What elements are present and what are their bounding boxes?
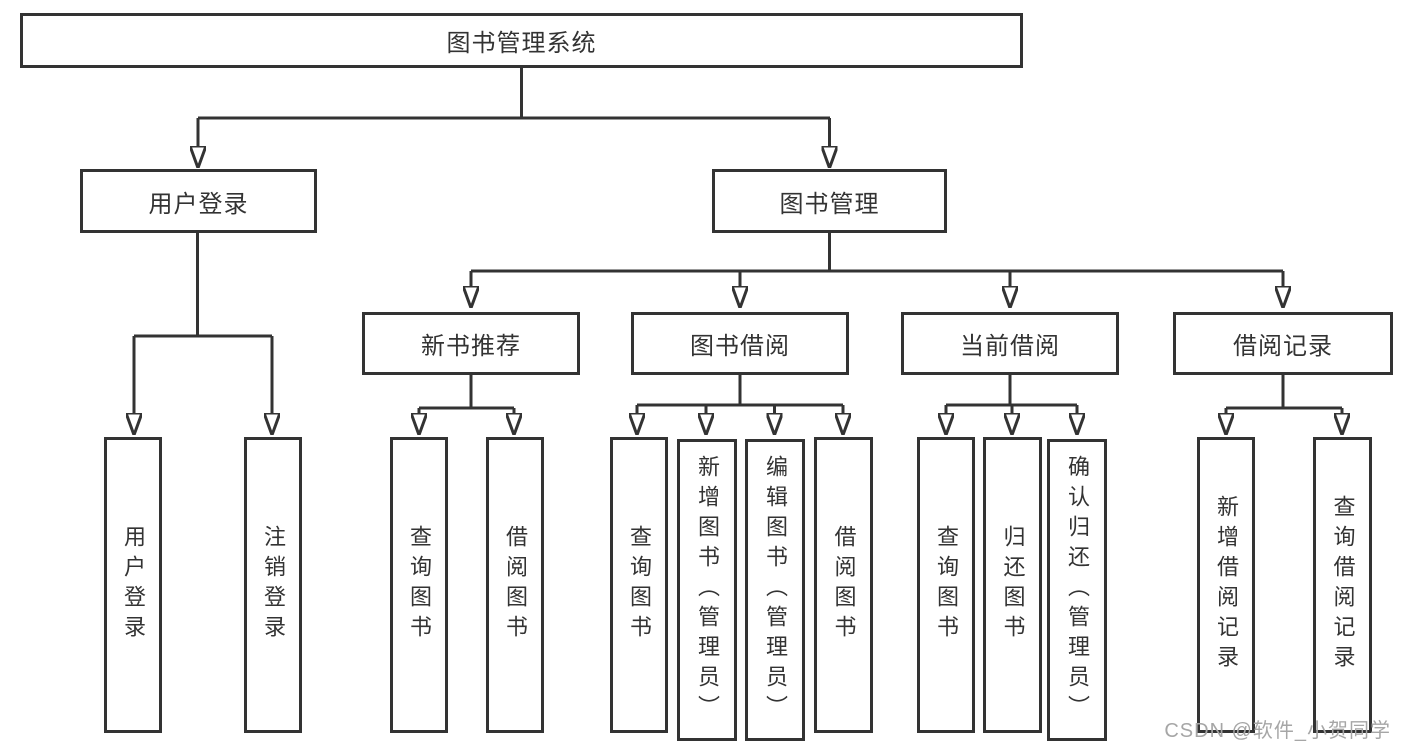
leaf-query-books-borrow: 查询图书 xyxy=(610,437,668,733)
csdn-watermark: CSDN @软件_小贺同学 xyxy=(1164,720,1391,742)
leaf-query-books-newbook: 查询图书 xyxy=(390,437,448,733)
node-root: 图书管理系统 xyxy=(20,13,1023,68)
leaf-query-borrow-record: 查询借阅记录 xyxy=(1313,437,1372,733)
leaf-return-books: 归还图书 xyxy=(983,437,1042,733)
leaf-borrow-books-newbook-label: 借阅图书 xyxy=(503,525,528,645)
node-current-borrow: 当前借阅 xyxy=(901,312,1119,375)
node-user-login: 用户登录 xyxy=(80,169,317,233)
leaf-add-books-admin: 新增图书（管理员） xyxy=(677,439,737,741)
node-borrow-records: 借阅记录 xyxy=(1173,312,1393,375)
node-book-management-label: 图书管理 xyxy=(779,190,880,218)
leaf-confirm-return-admin: 确认归还（管理员） xyxy=(1047,439,1107,741)
leaf-edit-books-admin: 编辑图书（管理员） xyxy=(745,439,805,741)
leaf-add-borrow-record: 新增借阅记录 xyxy=(1197,437,1255,733)
node-current-borrow-label: 当前借阅 xyxy=(960,333,1060,360)
node-book-borrow: 图书借阅 xyxy=(631,312,849,375)
leaf-query-borrow-record-label: 查询借阅记录 xyxy=(1330,495,1356,675)
node-user-login-label: 用户登录 xyxy=(148,190,249,218)
leaf-query-books-current: 查询图书 xyxy=(917,437,975,733)
leaf-logout: 注销登录 xyxy=(244,437,302,733)
leaf-add-borrow-record-label: 新增借阅记录 xyxy=(1214,495,1239,675)
leaf-borrow-books: 借阅图书 xyxy=(814,437,873,733)
leaf-logout-label: 注销登录 xyxy=(261,525,286,645)
node-new-book-recommend-label: 新书推荐 xyxy=(421,333,521,360)
node-borrow-records-label: 借阅记录 xyxy=(1233,333,1333,360)
leaf-edit-books-admin-label: 编辑图书（管理员） xyxy=(763,455,788,725)
leaf-add-books-admin-label: 新增图书（管理员） xyxy=(695,455,720,725)
node-book-borrow-label: 图书借阅 xyxy=(690,333,790,360)
leaf-query-books-current-label: 查询图书 xyxy=(934,525,959,645)
leaf-borrow-books-label: 借阅图书 xyxy=(831,525,857,645)
leaf-borrow-books-newbook: 借阅图书 xyxy=(486,437,544,733)
leaf-confirm-return-admin-label: 确认归还（管理员） xyxy=(1065,455,1090,725)
node-book-management: 图书管理 xyxy=(712,169,947,233)
leaf-query-books-newbook-label: 查询图书 xyxy=(407,525,432,645)
trunk-lines xyxy=(134,68,1342,410)
node-root-label: 图书管理系统 xyxy=(446,30,597,57)
leaf-user-login: 用户登录 xyxy=(104,437,162,733)
node-new-book-recommend: 新书推荐 xyxy=(362,312,580,375)
leaf-return-books-label: 归还图书 xyxy=(1000,525,1026,645)
leaf-query-books-borrow-label: 查询图书 xyxy=(627,525,652,645)
leaf-user-login-label: 用户登录 xyxy=(121,525,146,645)
